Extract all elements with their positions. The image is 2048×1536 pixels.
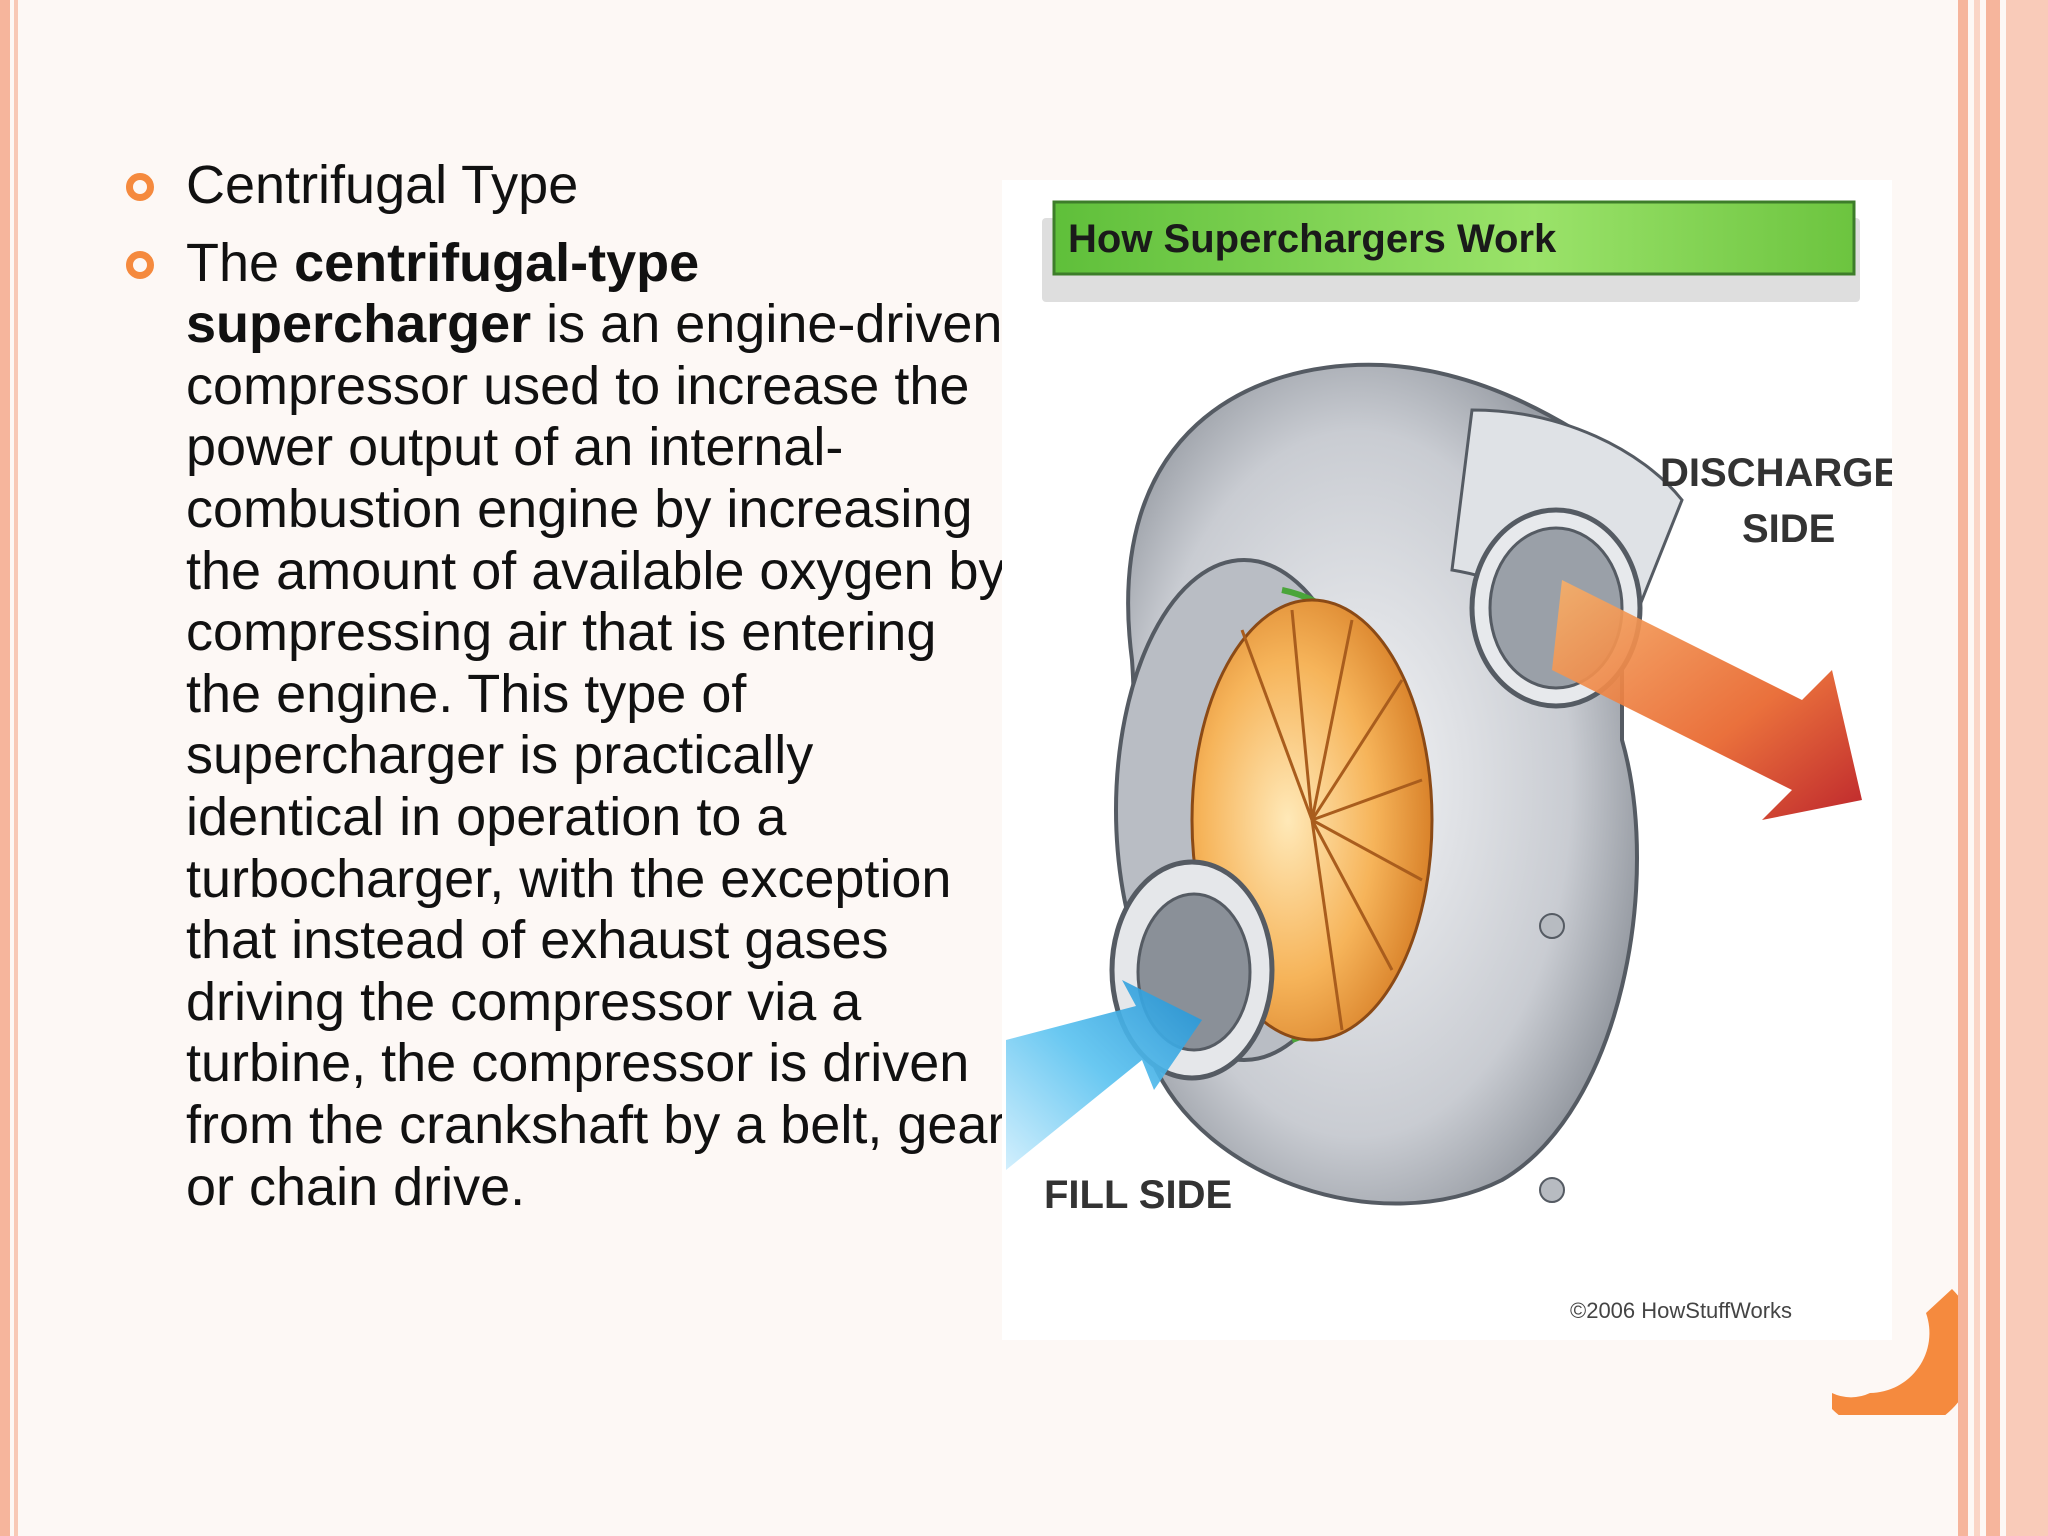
bullet-item-title: Centrifugal Type	[126, 155, 1006, 217]
bullet-text: Centrifugal Type	[186, 155, 579, 215]
discharge-arrow	[1552, 580, 1862, 820]
impeller-blades	[1240, 609, 1423, 1031]
supercharger-illustration: How Superchargers Work	[1006, 200, 1892, 1323]
supercharger-housing	[1109, 362, 1684, 1206]
discharge-label-line2: SIDE	[1742, 507, 1835, 551]
right-border-stripe	[1974, 0, 1980, 1536]
corner-arc-icon	[1832, 1289, 1958, 1415]
copyright-text: ©2006 HowStuffWorks	[1570, 1298, 1792, 1323]
description-prefix: The	[186, 232, 295, 293]
description-bold-term: centrifugal-type supercharger	[186, 232, 700, 355]
banner-bar	[1052, 200, 1856, 276]
banner-title: How Superchargers Work	[1068, 217, 1557, 261]
description-rest: is an engine-driven compressor used to i…	[186, 294, 1006, 1217]
right-border-stripe	[1986, 0, 2000, 1536]
right-border-stripe	[1958, 0, 1968, 1536]
left-border-stripe	[0, 0, 10, 1536]
fill-arrow	[1006, 980, 1202, 1170]
supercharger-figure: How Superchargers Work	[1002, 180, 1892, 1340]
right-border-stripe	[2006, 0, 2048, 1536]
bullet-item-description: The centrifugal-type supercharger is an …	[126, 233, 1006, 1219]
bolt	[1539, 913, 1565, 939]
fill-label: FILL SIDE	[1044, 1173, 1232, 1217]
bullet-list: Centrifugal Type The centrifugal-type su…	[126, 155, 1006, 1218]
bullet-ring-icon	[126, 250, 154, 279]
discharge-label-line1: DISCHARGE	[1660, 451, 1892, 495]
bullet-text: The centrifugal-type supercharger is an …	[186, 233, 1006, 1217]
left-border-stripe-inner	[14, 0, 18, 1536]
bolt	[1539, 1177, 1565, 1203]
title-banner: How Superchargers Work	[1042, 200, 1860, 302]
bullet-ring-icon	[126, 173, 154, 201]
